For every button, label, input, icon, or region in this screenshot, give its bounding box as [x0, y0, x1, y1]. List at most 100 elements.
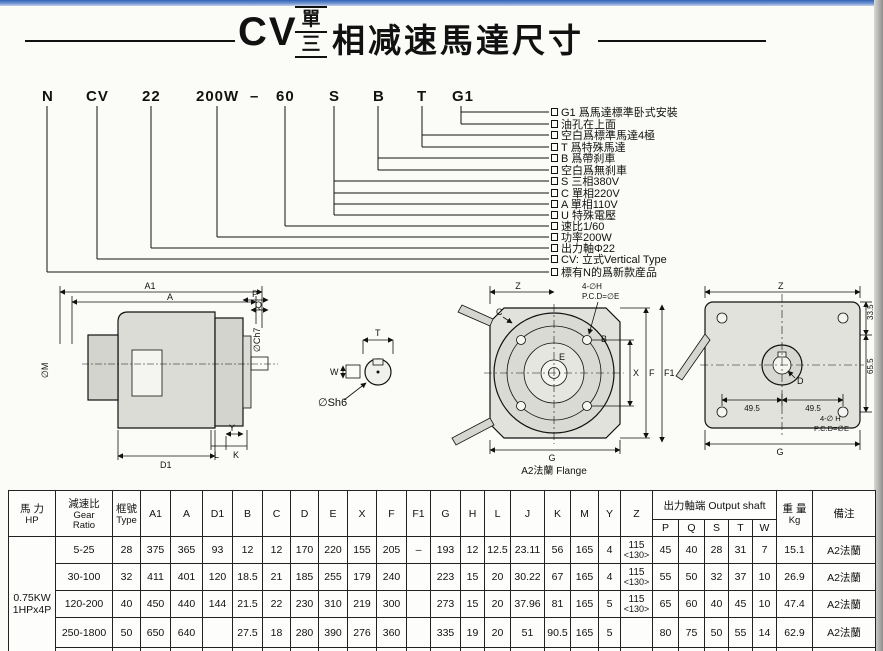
label-bracket-icon: [551, 176, 558, 185]
cell: 7: [752, 536, 777, 564]
table-row: 120-200 40 450 440 144 21.5 22 230 310 2…: [9, 590, 876, 618]
cell: 300: [376, 590, 407, 618]
col-header-d: D: [290, 490, 319, 537]
cell: 20: [484, 617, 511, 648]
dim-ch7: ∅Ch7: [252, 328, 262, 352]
code-label-text: 出力軸Φ22: [561, 242, 616, 255]
cell: [812, 647, 876, 651]
cell: 12: [460, 536, 485, 564]
cell: 5: [598, 617, 621, 648]
code-label-text: C 單相220V: [561, 187, 620, 200]
cell: 250-1800: [55, 617, 113, 648]
col-header-q: Q: [678, 519, 705, 537]
phase-single: 單: [301, 9, 321, 30]
cell: [262, 647, 291, 651]
code-label-text: 標有N的爲新款産品: [561, 266, 657, 279]
cell: [347, 647, 377, 651]
cell: 15: [460, 563, 485, 591]
cell: [752, 647, 777, 651]
label-bracket-icon: [551, 267, 558, 276]
cell: 650: [140, 617, 171, 648]
cell: 90.5: [544, 617, 571, 648]
model-code-b: B: [373, 88, 385, 105]
code-label-shaft: 出力軸Φ22: [551, 241, 616, 255]
code-label-special-motor: T 爲特殊馬達: [551, 140, 626, 154]
cell: 193: [430, 536, 461, 564]
cell: 179: [347, 563, 377, 591]
cell: 15: [460, 590, 485, 618]
cell: 40: [678, 536, 705, 564]
cell: 40: [112, 590, 141, 618]
cell: [430, 647, 461, 651]
cell: [776, 647, 813, 651]
dim-49-5-left: 49.5: [744, 404, 760, 413]
cell: 31: [728, 536, 753, 564]
col-header-p: P: [652, 519, 679, 537]
cell-z: 115<130>: [620, 590, 653, 618]
scan-artifact-right: [874, 0, 883, 651]
header-ratio-cn: 減速比: [68, 498, 100, 511]
motor-nameplate: [131, 349, 163, 397]
cell: 51: [510, 617, 545, 648]
dim-d1: D1: [160, 460, 172, 470]
flange-caption: A2法蘭 Flange: [521, 464, 587, 477]
dim-z2: Z: [778, 281, 784, 291]
cell: 67: [544, 563, 571, 591]
code-label-380v: S 三相380V: [551, 174, 619, 188]
col-header-g: G: [430, 490, 461, 537]
cell: 30-100: [55, 563, 113, 591]
cell: 170: [290, 536, 319, 564]
model-code-g1: G1: [452, 88, 475, 105]
cell: 219: [347, 590, 377, 618]
cell: 120-200: [55, 590, 113, 618]
cell: 335: [430, 617, 461, 648]
label-bracket-icon: [551, 153, 558, 162]
cell: 223: [430, 563, 461, 591]
cell: 18.5: [232, 563, 263, 591]
col-header-t: T: [728, 519, 753, 537]
cell: A2法蘭: [812, 536, 876, 564]
dim-m: ∅M: [40, 363, 50, 378]
dim-holes2: 4-∅ H: [820, 414, 841, 423]
model-code-60: 60: [276, 88, 295, 105]
title-rule-right: [598, 40, 766, 42]
cell: 15.1: [776, 536, 813, 564]
cell: A2法蘭: [812, 617, 876, 648]
cell: 21.5: [232, 590, 263, 618]
header-type-en: Type: [116, 515, 137, 527]
cell: 37.96: [510, 590, 545, 618]
cell: [232, 647, 263, 651]
shaft-key: [345, 364, 361, 379]
cell: [406, 617, 431, 648]
label-bracket-icon: [551, 165, 558, 174]
code-label-text: T 爲特殊馬達: [561, 141, 626, 154]
model-code-n: N: [42, 88, 54, 105]
cell: 12: [232, 536, 263, 564]
code-label-text: B 爲帶刹車: [561, 152, 616, 165]
dim-g: G: [548, 453, 555, 463]
z-alt: <130>: [623, 577, 650, 587]
model-code-cv: CV: [86, 88, 109, 105]
cell: 56: [544, 536, 571, 564]
cell: [290, 647, 319, 651]
table-row: 30-100 32 411 401 120 18.5 21 185 255 17…: [9, 563, 876, 591]
model-code-200w: 200W: [196, 88, 240, 105]
label-bracket-icon: [551, 142, 558, 151]
code-label-text: G1 爲馬達標準卧式安裝: [561, 106, 678, 119]
col-header-b: B: [232, 490, 263, 537]
dim-b: B: [601, 334, 607, 344]
dim-a1: A1: [144, 281, 155, 291]
output-shaft: [250, 356, 269, 371]
cell: 27.5: [232, 617, 263, 648]
phase-stack: 單 三: [292, 4, 330, 60]
page-title-text: 相减速馬達尺寸: [332, 22, 584, 59]
cell: 55: [652, 563, 679, 591]
col-header-w: W: [752, 519, 777, 537]
flange2-tab: [675, 333, 711, 381]
col-header-a1: A1: [140, 490, 171, 537]
col-header-c: C: [262, 490, 291, 537]
cell: [202, 617, 233, 648]
cell: 144: [202, 590, 233, 618]
header-ratio-en1: Gear: [73, 510, 95, 522]
cell: 75: [678, 617, 705, 648]
